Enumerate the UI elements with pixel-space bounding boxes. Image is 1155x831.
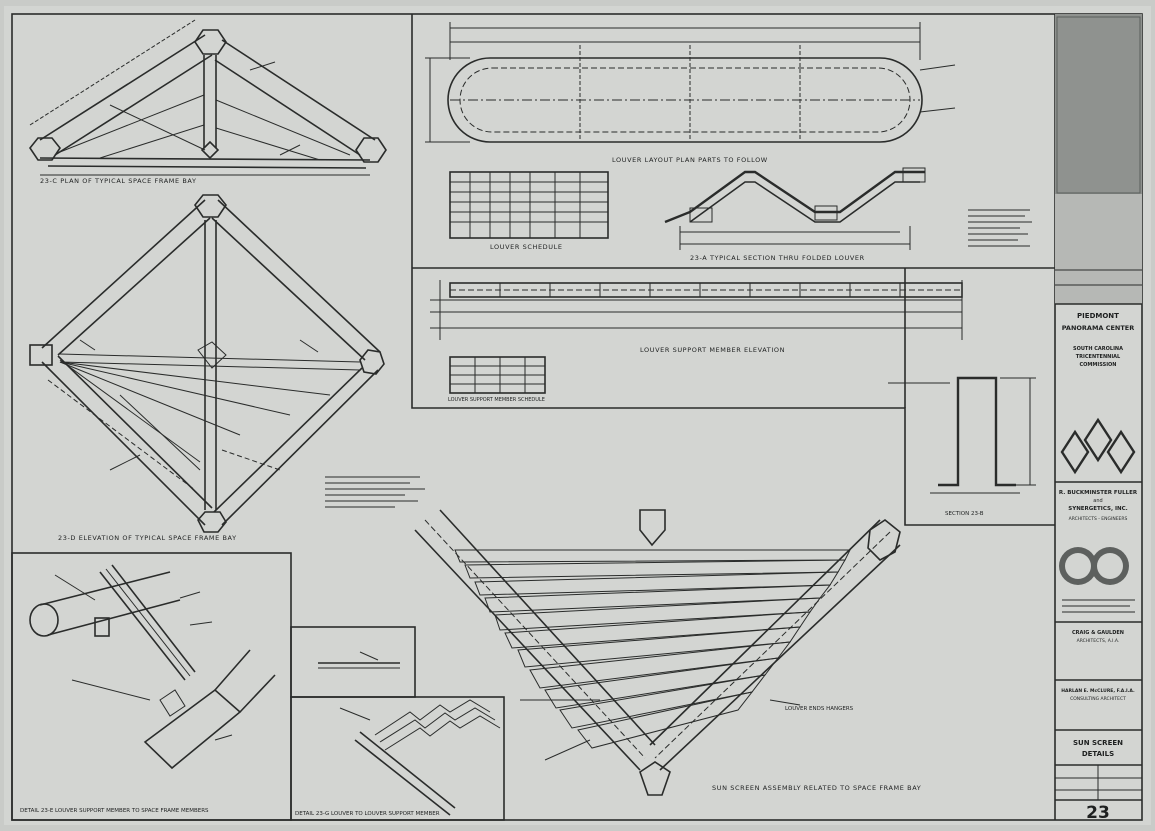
elevation-caption: 23-D ELEVATION OF TYPICAL SPACE FRAME BA… <box>58 534 237 542</box>
firm-name-2: and <box>1093 498 1102 504</box>
sheet-number: 23 <box>1086 803 1110 823</box>
project-name-2: PANORAMA CENTER <box>1062 324 1135 332</box>
louver-layout-plan: LOUVER LAYOUT PLAN PARTS TO FOLLOW <box>425 22 956 164</box>
elevation-space-frame-bay: 23-D ELEVATION OF TYPICAL SPACE FRAME BA… <box>29 194 425 542</box>
detail-small-panels: DETAIL 23-G LOUVER TO LOUVER SUPPORT MEM… <box>295 651 501 817</box>
sheet-title-1: SUN SCREEN <box>1073 739 1123 747</box>
firm-name-3: SYNERGETICS, INC. <box>1068 506 1128 512</box>
sheet-border <box>11 13 1143 821</box>
support-elevation-caption: LOUVER SUPPORT MEMBER ELEVATION <box>640 346 785 354</box>
associate-name-2: ARCHITECTS, A.I.A. <box>1077 638 1120 644</box>
firm-name-1: R. BUCKMINSTER FULLER <box>1059 490 1138 496</box>
title-block: PIEDMONT PANORAMA CENTER SOUTH CAROLINA … <box>1055 14 1142 823</box>
louver-plan-caption: LOUVER LAYOUT PLAN PARTS TO FOLLOW <box>612 156 768 164</box>
detail-e-caption: DETAIL 23-E LOUVER SUPPORT MEMBER TO SPA… <box>20 808 209 814</box>
section-23b-caption: SECTION 23-B <box>945 511 984 517</box>
plan-caption: 23-C PLAN OF TYPICAL SPACE FRAME BAY <box>40 177 197 185</box>
louver-ends-hangers-label: LOUVER ENDS HANGERS <box>785 706 854 712</box>
detail-23e: DETAIL 23-E LOUVER SUPPORT MEMBER TO SPA… <box>20 564 276 814</box>
support-schedule-caption: LOUVER SUPPORT MEMBER SCHEDULE <box>448 397 545 403</box>
paper <box>4 6 1151 825</box>
project-name-3: SOUTH CAROLINA <box>1073 346 1123 352</box>
typical-section-caption: 23-A TYPICAL SECTION THRU FOLDED LOUVER <box>690 254 865 262</box>
project-name-1: PIEDMONT <box>1077 312 1119 320</box>
plan-space-frame-bay: 23-C PLAN OF TYPICAL SPACE FRAME BAY <box>29 19 387 185</box>
consultant-name-2: CONSULTING ARCHITECT <box>1070 696 1126 702</box>
louver-schedule-caption: LOUVER SCHEDULE <box>490 243 563 251</box>
louver-slats <box>454 549 851 749</box>
revision-block <box>1055 14 1142 194</box>
tricentennial-logo <box>1060 417 1136 475</box>
detail-g-caption: DETAIL 23-G LOUVER TO LOUVER SUPPORT MEM… <box>295 811 440 817</box>
associate-name-1: CRAIG & GAULDEN <box>1072 630 1124 636</box>
engineer-seals <box>1059 547 1129 585</box>
project-name-5: COMMISSION <box>1079 362 1116 368</box>
section-23b: SECTION 23-B <box>888 376 1036 517</box>
assembly-caption: SUN SCREEN ASSEMBLY RELATED TO SPACE FRA… <box>712 784 921 792</box>
sun-screen-assembly: LOUVER ENDS HANGERS SUN SCREEN ASSEMBLY … <box>414 509 921 796</box>
typical-section-folded-louver: 23-A TYPICAL SECTION THRU FOLDED LOUVER <box>664 167 1032 262</box>
louver-support-member-elevation: LOUVER SUPPORT MEMBER ELEVATION LOUVER S… <box>430 280 963 403</box>
project-name-4: TRICENTENNIAL <box>1076 354 1121 360</box>
louver-schedule-table: LOUVER SCHEDULE <box>449 171 609 251</box>
firm-name-4: ARCHITECTS - ENGINEERS <box>1069 516 1128 522</box>
sheet-title-2: DETAILS <box>1082 750 1114 758</box>
consultant-name-1: HARLAN E. McCLURE, F.A.I.A. <box>1061 688 1135 694</box>
